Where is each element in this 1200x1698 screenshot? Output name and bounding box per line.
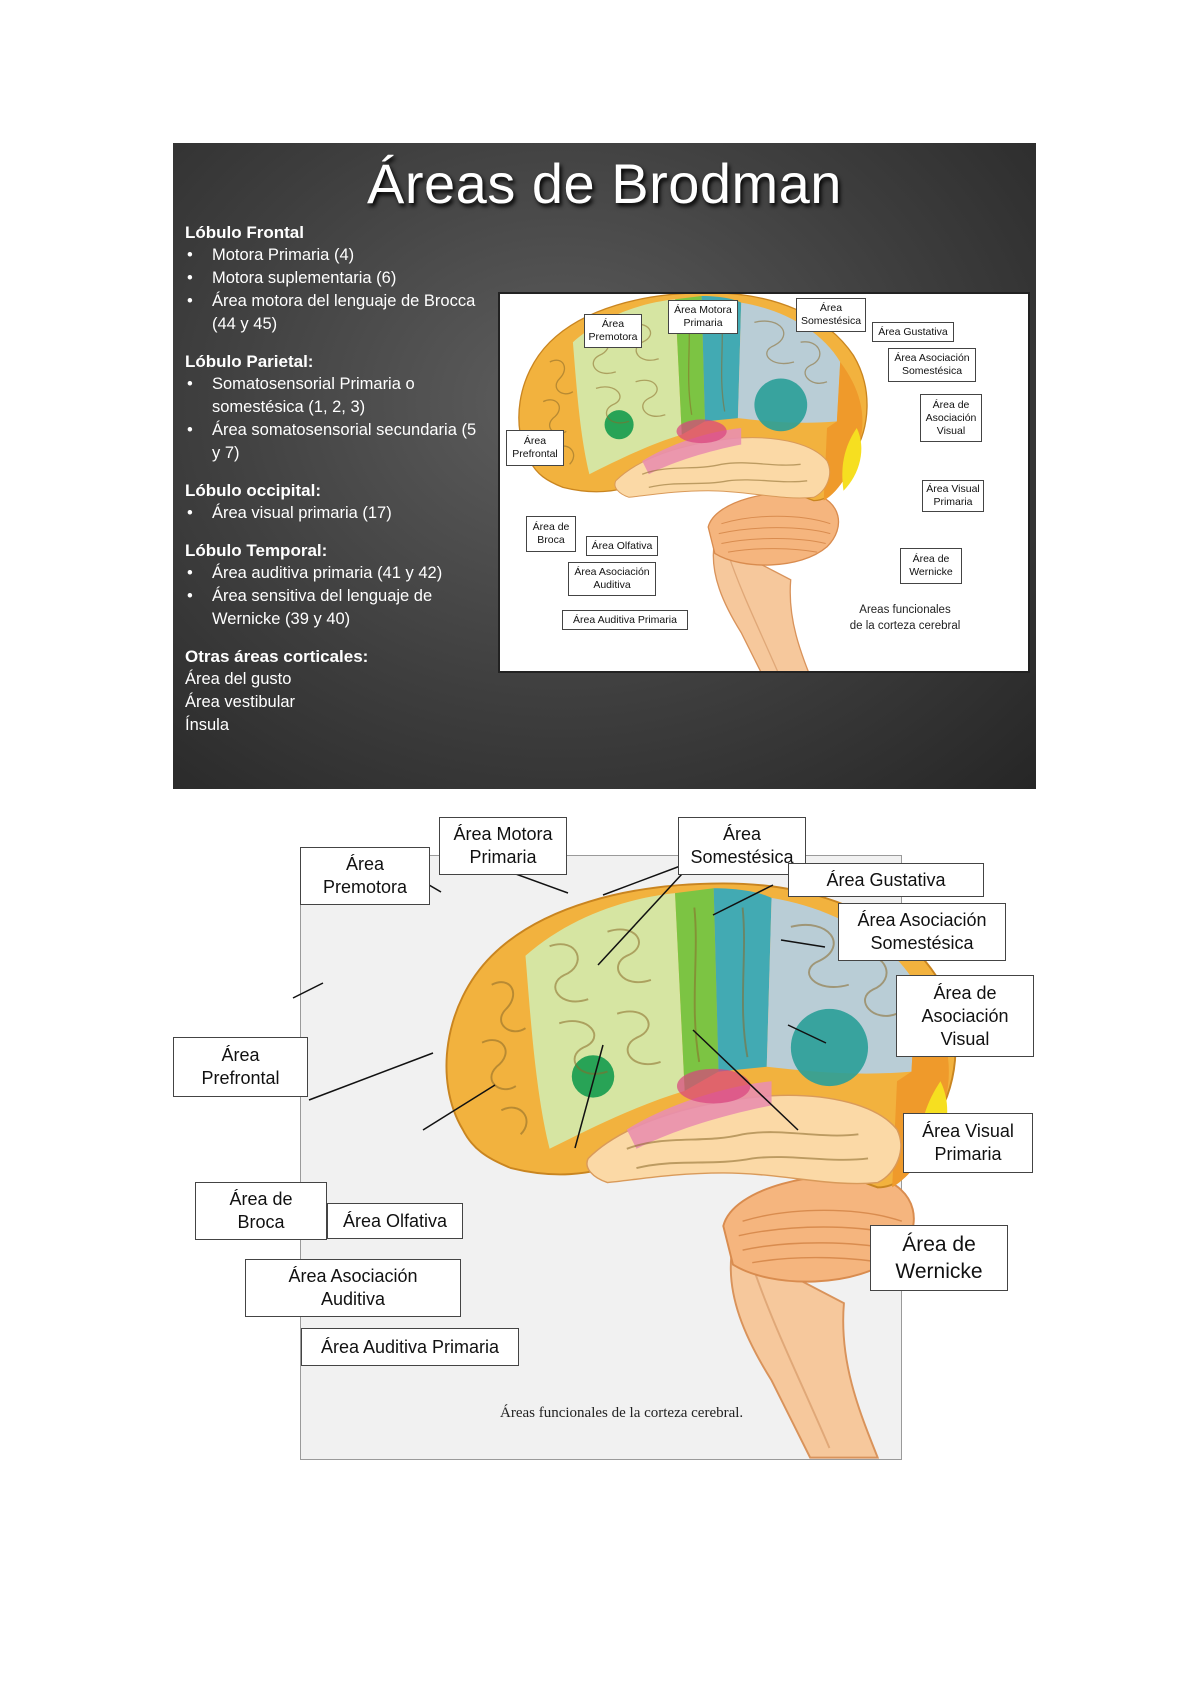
label-asociacion-somestesica: Área Asociación Somestésica — [838, 903, 1006, 961]
label-auditiva-primaria: Área Auditiva Primaria — [301, 1328, 519, 1366]
small-label-asociacion-visual: Área de Asociación Visual — [920, 394, 982, 442]
heading-parietal: Lóbulo Parietal: — [185, 352, 314, 371]
label-wernicke: Área de Wernicke — [870, 1225, 1008, 1291]
leader-line — [292, 982, 324, 999]
list-item: Área visual primaria (17) — [185, 502, 485, 525]
leader-line — [780, 939, 826, 948]
leader-line — [712, 884, 774, 916]
list-item: Motora Primaria (4) — [185, 244, 485, 267]
list-occipital: Área visual primaria (17) — [185, 502, 485, 525]
list-item: Somatosensorial Primaria o somestésica (… — [185, 373, 485, 419]
slide-title: Áreas de Brodman — [367, 152, 842, 215]
figure-caption: Áreas funcionales de la corteza cerebral… — [500, 1405, 744, 1421]
heading-frontal: Lóbulo Frontal — [185, 223, 304, 242]
label-gustativa: Área Gustativa — [788, 863, 984, 897]
heading-temporal: Lóbulo Temporal: — [185, 541, 328, 560]
small-label-asociacion-somestesica: Área Asociación Somestésica — [888, 348, 976, 382]
label-asociacion-visual: Área de Asociación Visual — [896, 975, 1034, 1057]
list-item: Área sensitiva del lenguaje de Wernicke … — [185, 585, 485, 631]
label-olfativa: Área Olfativa — [327, 1203, 463, 1239]
other-item: Área vestibular — [185, 693, 296, 711]
other-item: Ínsula — [185, 716, 230, 734]
other-item: Área del gusto — [185, 670, 292, 688]
slide-text: Lóbulo Frontal Motora Primaria (4) Motor… — [185, 221, 485, 737]
label-visual-primaria: Área Visual Primaria — [903, 1113, 1033, 1173]
heading-otras: Otras áreas corticales: — [185, 647, 369, 666]
heading-occipital: Lóbulo occipital: — [185, 481, 321, 500]
small-label-motora-primaria: Área Motora Primaria — [668, 300, 738, 334]
label-broca: Área de Broca — [195, 1182, 327, 1240]
list-item: Motora suplementaria (6) — [185, 267, 485, 290]
small-label-olfativa: Área Olfativa — [586, 536, 658, 556]
label-prefrontal: Área Prefrontal — [173, 1037, 308, 1097]
small-label-gustativa: Área Gustativa — [872, 322, 954, 342]
small-label-prefrontal: Área Prefrontal — [506, 430, 564, 466]
small-label-asociacion-auditiva: Área Asociación Auditiva — [568, 562, 656, 596]
label-somestesica: Área Somestésica — [678, 817, 806, 875]
label-motora-primaria: Área Motora Primaria — [439, 817, 567, 875]
big-brain-figure: Área Premotora Área Motora Primaria Área… — [173, 815, 1036, 1465]
list-item: Área somatosensorial secundaria (5 y 7) — [185, 419, 485, 465]
small-label-somestesica: Área Somestésica — [796, 298, 866, 332]
leader-line — [422, 1084, 496, 1131]
label-asociacion-auditiva: Área Asociación Auditiva — [245, 1259, 461, 1317]
list-item: Área motora del lenguaje de Brocca (44 y… — [185, 290, 485, 336]
small-label-premotora: Área Premotora — [584, 314, 642, 348]
slide: Áreas de Brodman Lóbulo Frontal Motora P… — [173, 143, 1036, 789]
leader-line — [787, 1024, 827, 1044]
leader-line — [692, 1029, 799, 1131]
list-parietal: Somatosensorial Primaria o somestésica (… — [185, 373, 485, 465]
small-label-wernicke: Área de Wernicke — [900, 548, 962, 584]
slide-figure-caption: Areas funcionales de la corteza cerebral — [849, 604, 961, 632]
small-label-auditiva-primaria: Área Auditiva Primaria — [562, 610, 688, 630]
list-frontal: Motora Primaria (4) Motora suplementaria… — [185, 244, 485, 336]
leader-line — [574, 1044, 604, 1149]
list-item: Área auditiva primaria (41 y 42) — [185, 562, 485, 585]
leader-line — [308, 1052, 434, 1101]
list-temporal: Área auditiva primaria (41 y 42) Área se… — [185, 562, 485, 631]
leader-line — [602, 864, 684, 896]
small-label-visual-primaria: Área Visual Primaria — [922, 480, 984, 512]
label-premotora: Área Premotora — [300, 847, 430, 905]
slide-brain-figure: Área Premotora Área Motora Primaria Área… — [498, 292, 1030, 673]
small-label-broca: Área de Broca — [526, 516, 576, 552]
